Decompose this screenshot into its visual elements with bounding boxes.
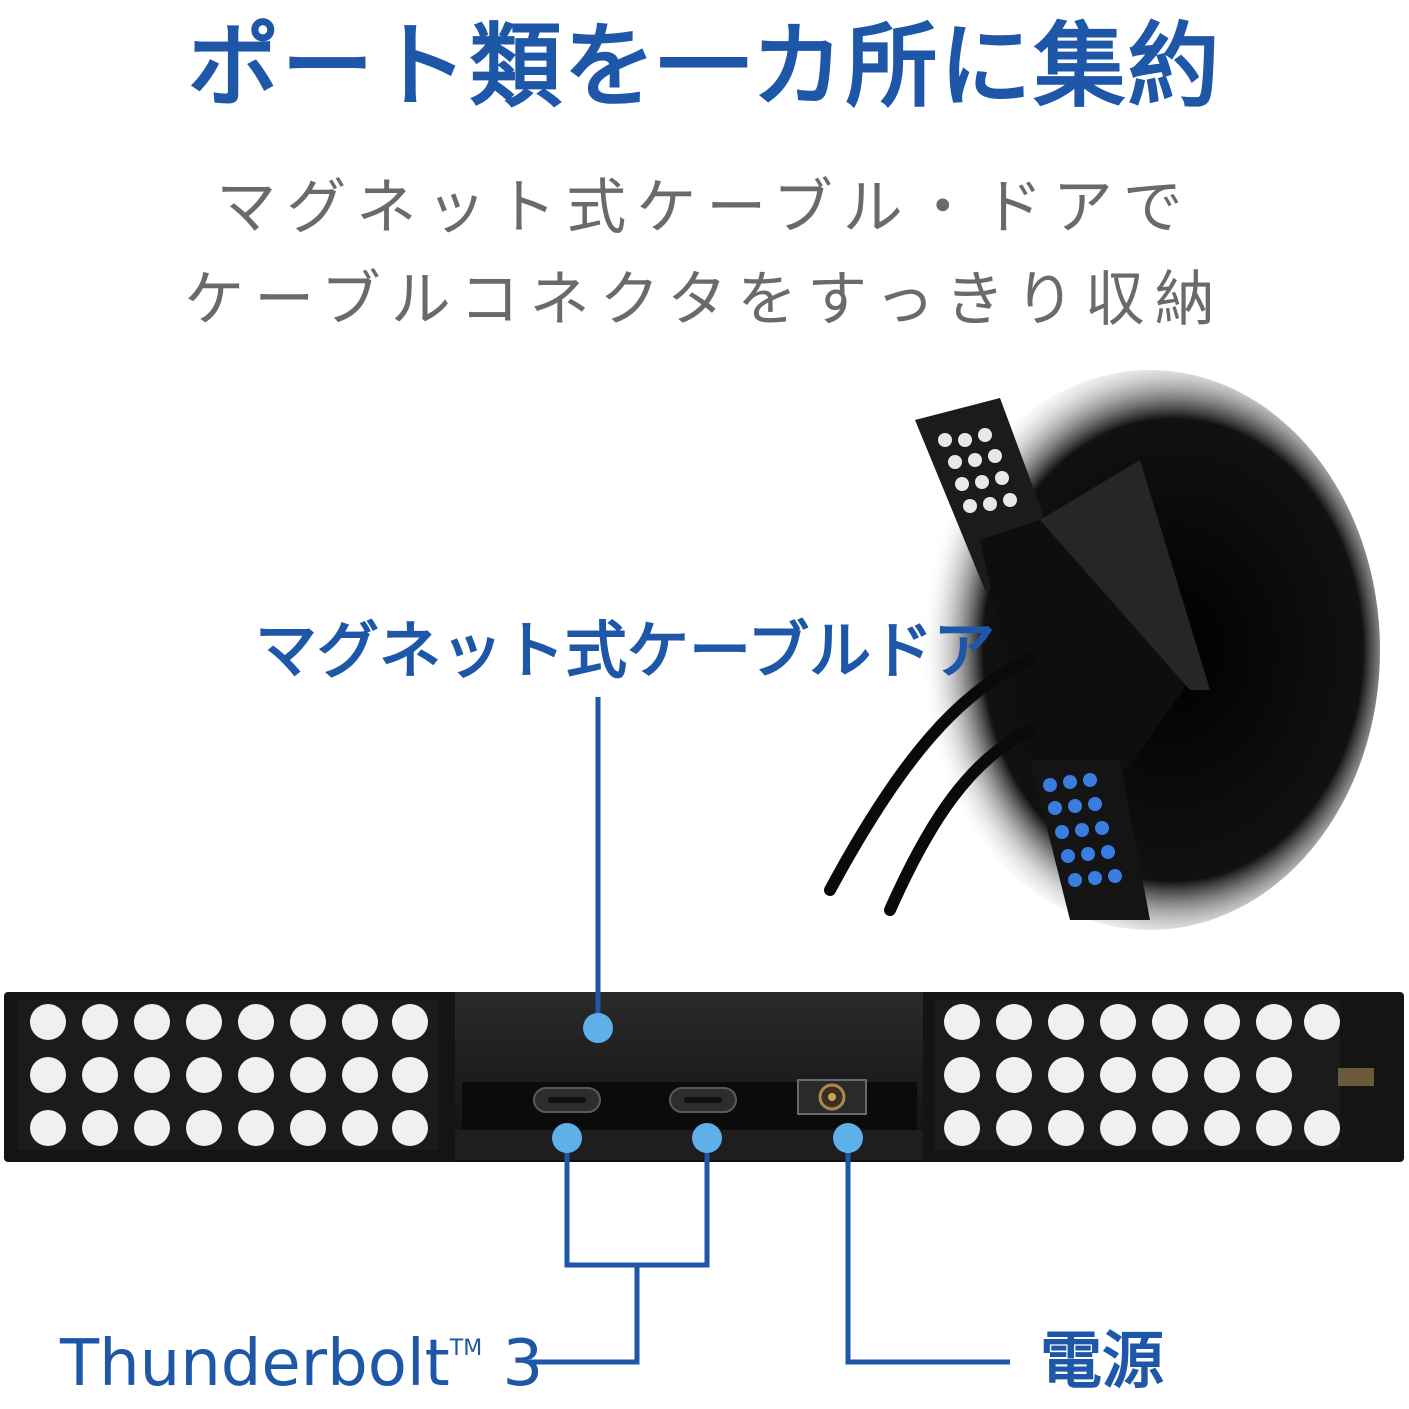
thunderbolt-name: Thunderbolt [60, 1327, 450, 1401]
power-label: 電源 [1040, 1324, 1165, 1397]
thunderbolt-port-1-marker [552, 1123, 582, 1153]
thunderbolt-version: 3 [502, 1327, 544, 1401]
lock-slot [1338, 1068, 1374, 1086]
cable-door-label: マグネット式ケーブルドア [255, 614, 996, 687]
callout-lines [530, 697, 1010, 1365]
inset-photo-open-door [824, 370, 1380, 930]
headline: ポート類を一カ所に集約 [187, 13, 1222, 120]
subtitle-line-2: ケーブルコネクタをすっきり収納 [184, 265, 1225, 335]
thunderbolt-port-2-marker [692, 1123, 722, 1153]
subtitle-line-1: マグネット式ケーブル・ドアで [216, 173, 1193, 243]
power-port-marker [833, 1123, 863, 1153]
trademark-mark: TM [449, 1336, 483, 1361]
callout-dots [552, 1013, 863, 1153]
thunderbolt-label: ThunderboltTM 3 [60, 1332, 543, 1396]
cable-door-marker [583, 1013, 613, 1043]
